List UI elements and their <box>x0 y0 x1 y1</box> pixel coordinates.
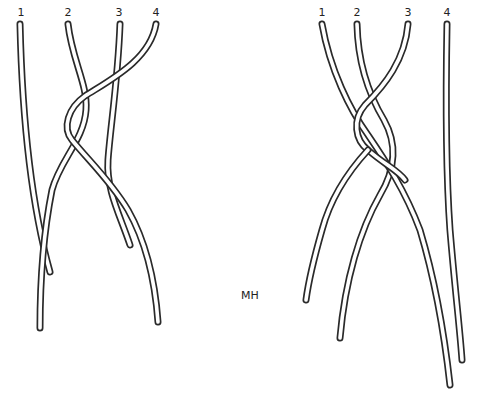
braid-strand <box>67 24 158 322</box>
braid-strand <box>446 24 462 360</box>
strand-number: 3 <box>116 7 123 18</box>
strand-number: 4 <box>444 7 451 18</box>
strand-number: 2 <box>354 7 361 18</box>
strand-number: 4 <box>153 7 160 18</box>
strand-number: 1 <box>18 7 25 18</box>
braid-strand <box>306 150 368 300</box>
signature-initials: MH <box>241 290 259 301</box>
strand-number: 2 <box>65 7 72 18</box>
braid-strand <box>40 24 86 328</box>
strand-number: 1 <box>319 7 326 18</box>
braid-strand <box>322 24 450 385</box>
strand-number: 3 <box>405 7 412 18</box>
